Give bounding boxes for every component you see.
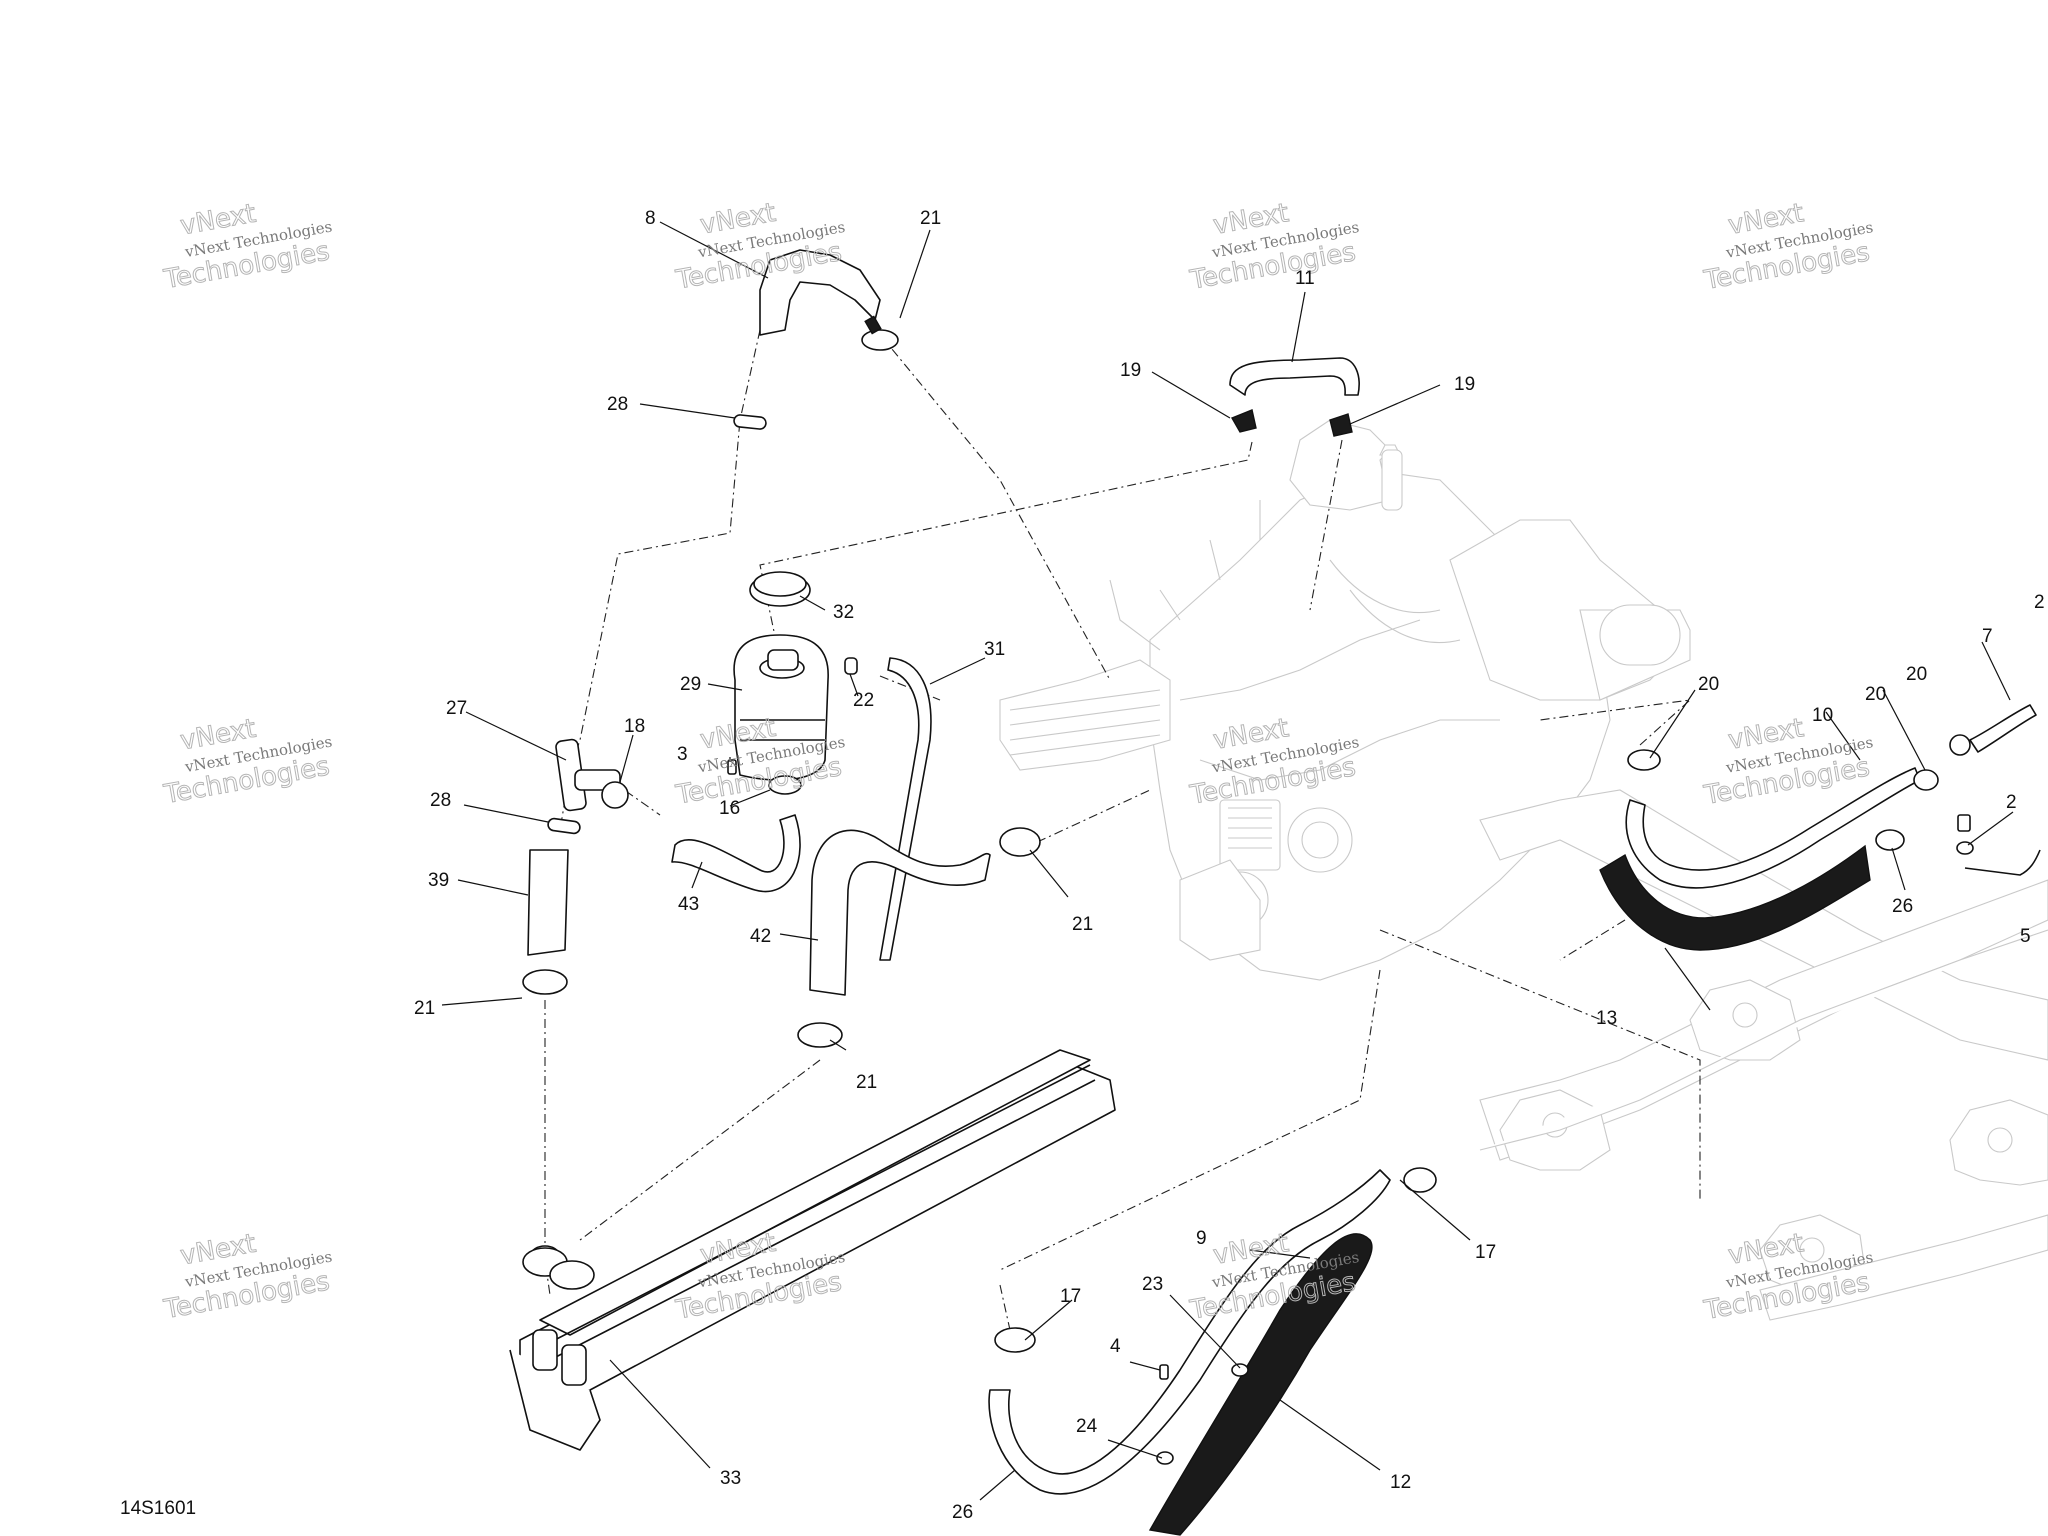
- callout-17[interactable]: 17: [1060, 1286, 1081, 1307]
- callout-32[interactable]: 32: [833, 602, 854, 623]
- watermark-4: vNext vNext Technologies Technologies: [1701, 198, 1875, 297]
- callout-24[interactable]: 24: [1076, 1416, 1098, 1437]
- callout-9[interactable]: 9: [1196, 1228, 1207, 1249]
- callout-20[interactable]: 20: [1698, 674, 1719, 695]
- watermark-5: vNext vNext Technologies Technologies: [161, 713, 334, 810]
- callout-19[interactable]: 19: [1454, 374, 1475, 395]
- callout-39[interactable]: 39: [428, 870, 449, 891]
- callout-labels: 8 21 28 11 19 19 32 29 31 22 27 18 3 16 …: [120, 208, 2045, 1523]
- callout-2[interactable]: 2: [2006, 792, 2017, 813]
- watermark-3: vNext vNext Technologies Technologies: [1187, 198, 1361, 297]
- watermark-9: vNext vNext Technologies Technologies: [161, 1228, 334, 1325]
- callout-10[interactable]: 10: [1812, 705, 1833, 726]
- callout-21[interactable]: 21: [920, 208, 941, 229]
- callout-21[interactable]: 21: [414, 998, 435, 1019]
- callout-43[interactable]: 43: [678, 894, 699, 915]
- callout-42[interactable]: 42: [750, 926, 771, 947]
- callout-23[interactable]: 23: [1142, 1274, 1163, 1295]
- callout-31[interactable]: 31: [984, 639, 1005, 660]
- callout-19[interactable]: 19: [1120, 360, 1141, 381]
- callout-11[interactable]: 11: [1295, 268, 1315, 289]
- callout-18[interactable]: 18: [624, 716, 645, 737]
- callout-22[interactable]: 22: [853, 690, 874, 711]
- leader-lines: [441, 221, 2014, 1501]
- callout-13[interactable]: 13: [1596, 1008, 1617, 1029]
- callout-26[interactable]: 26: [1892, 896, 1913, 917]
- callout-2-cut[interactable]: 2: [2034, 592, 2045, 613]
- parts: [509, 249, 2041, 1536]
- callout-4[interactable]: 4: [1110, 1336, 1121, 1357]
- callout-8[interactable]: 8: [645, 208, 656, 229]
- callout-5[interactable]: 5: [2020, 926, 2031, 947]
- watermark-11: vNext vNext Technologies Technologies: [1187, 1228, 1361, 1327]
- callout-7[interactable]: 7: [1982, 626, 1993, 647]
- callout-28[interactable]: 28: [607, 394, 628, 415]
- watermark-8: vNext vNext Technologies Technologies: [1701, 713, 1875, 812]
- callout-28[interactable]: 28: [430, 790, 451, 811]
- callout-20[interactable]: 20: [1865, 684, 1886, 705]
- callout-21[interactable]: 21: [1072, 914, 1093, 935]
- diagram-code: 14S1601: [120, 1498, 196, 1519]
- callout-33[interactable]: 33: [720, 1468, 741, 1489]
- callout-20[interactable]: 20: [1906, 664, 1927, 685]
- engine-block-ghost: [999, 419, 2048, 1321]
- callout-29[interactable]: 29: [680, 674, 701, 695]
- callout-27[interactable]: 27: [446, 698, 467, 719]
- watermark-1: vNext vNext Technologies Technologies: [161, 198, 334, 295]
- callout-21[interactable]: 21: [856, 1072, 877, 1093]
- callout-17[interactable]: 17: [1475, 1242, 1496, 1263]
- callout-3[interactable]: 3: [677, 744, 688, 765]
- callout-26[interactable]: 26: [952, 1502, 973, 1523]
- callout-12[interactable]: 12: [1390, 1472, 1411, 1493]
- callout-16[interactable]: 16: [719, 798, 740, 819]
